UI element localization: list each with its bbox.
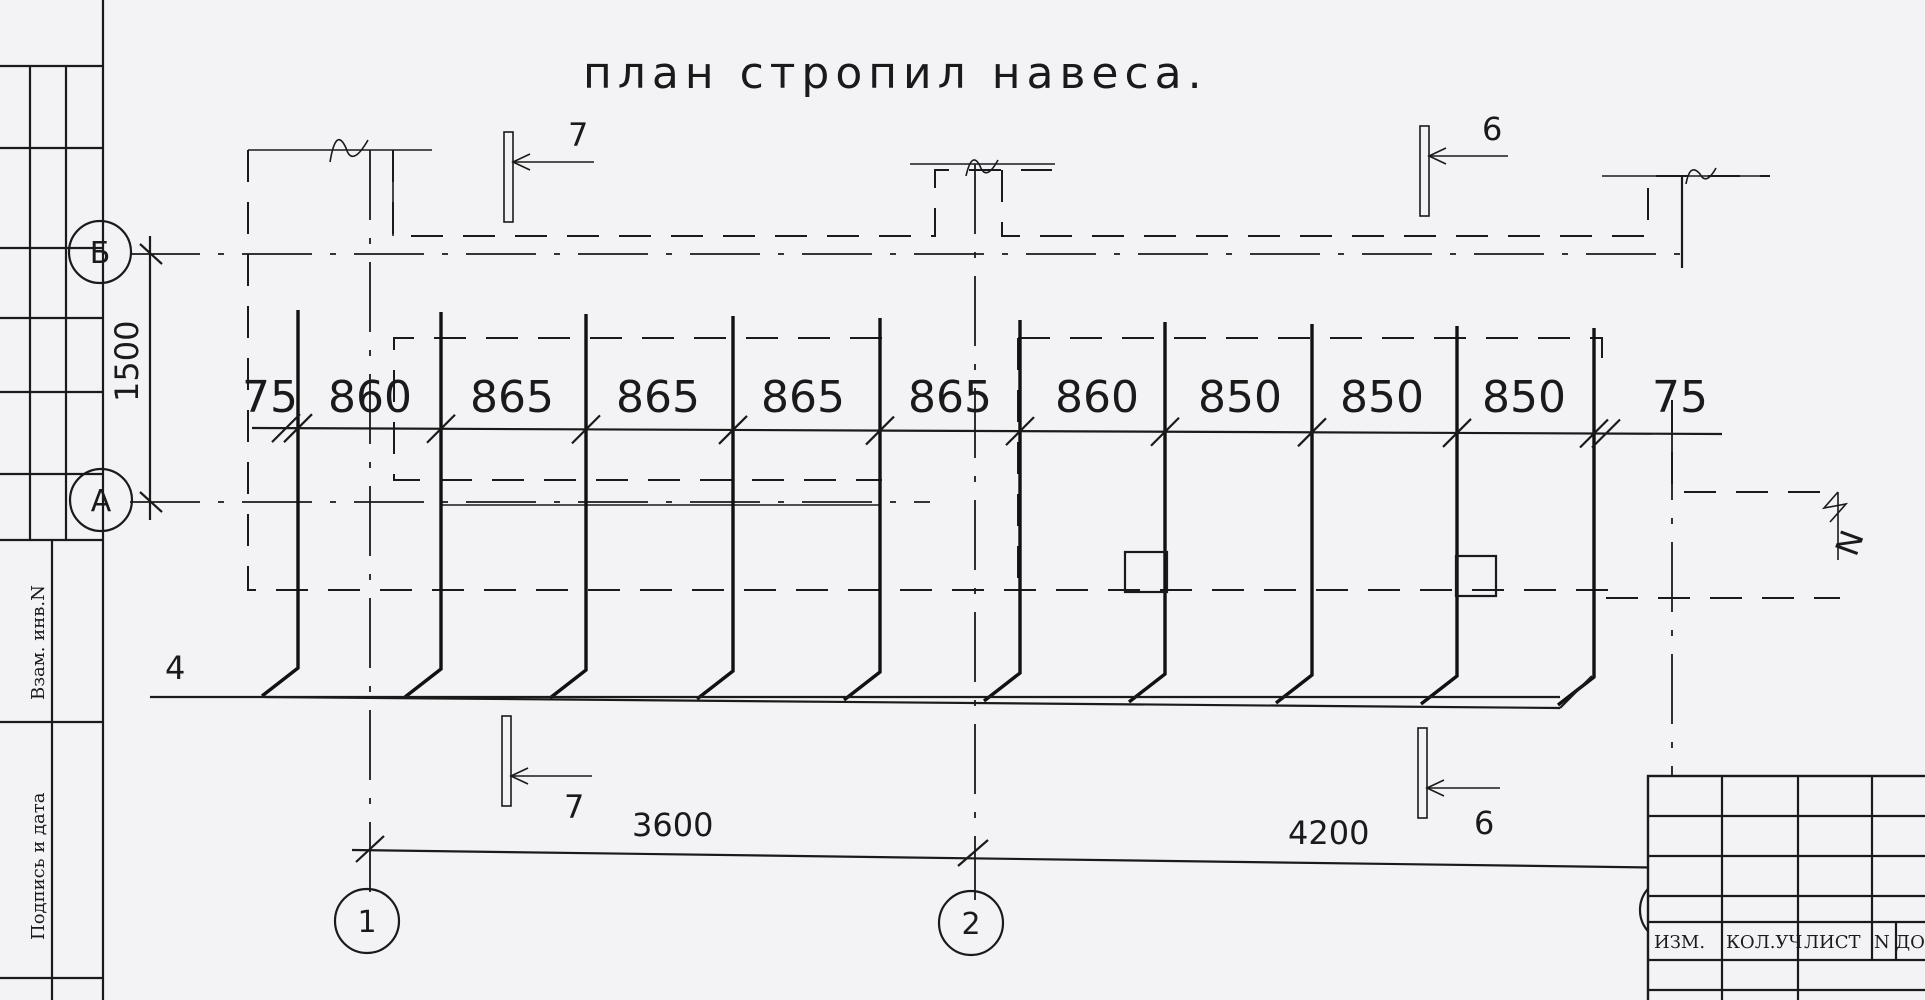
span-dimension-2: 4200 [1288, 814, 1369, 852]
bay-width-label: 850 [1482, 372, 1566, 423]
stamp-label-replace: Взам. инв.N [28, 585, 49, 700]
section-mark-top-right: 6 [1419, 110, 1508, 217]
span-dimension-1: 3600 [632, 806, 713, 844]
dimension-tick [271, 413, 301, 443]
stamp-label-signature: Подпись и дата [28, 792, 49, 940]
dimension-tick [1579, 418, 1609, 449]
row-dimension: 1500 [108, 321, 146, 402]
row-axis-bubble-b: Б [67, 219, 133, 285]
section-mark-bottom-left: 7 [501, 715, 592, 826]
section-mark-top-left: 7 [503, 116, 594, 223]
title-block-header-doc: N ДО [1874, 932, 1925, 953]
dimension-tick [865, 415, 895, 446]
bay-ticks [271, 413, 1621, 449]
dimension-tick [426, 413, 456, 444]
section-mark-bottom-right: 6 [1417, 727, 1500, 842]
column-axis-bubble-1: 1 [333, 887, 401, 955]
svg-text:А: А [91, 484, 112, 519]
rafter [403, 312, 443, 699]
bay-width-label: 850 [1340, 372, 1424, 423]
bay-width-label: 865 [616, 372, 700, 423]
title-block-header-count: КОЛ.УЧ [1726, 932, 1802, 953]
bay-width-label: 865 [761, 372, 845, 423]
bay-dimension-chain [251, 426, 1723, 436]
bay-width-label: 860 [1055, 372, 1139, 423]
bay-width-label: 850 [1198, 372, 1282, 423]
rafter [548, 314, 588, 700]
rafter [842, 318, 882, 702]
rafter [260, 310, 300, 698]
side-stamp-frame: Взам. инв.N Подпись и дата [0, 0, 105, 1000]
dimension-tick [1591, 418, 1621, 449]
dimension-tick [718, 415, 748, 445]
rafter [1274, 324, 1314, 705]
svg-text:1: 1 [357, 905, 376, 940]
upper-roof-outline [247, 149, 1770, 591]
svg-text:Б: Б [90, 236, 111, 271]
drawing-title: план стропил навеса. [583, 48, 1208, 99]
bay-labels: 75 860 865 865 865 865 860 850 850 850 75 [242, 372, 1708, 423]
dimension-tick [1150, 416, 1180, 447]
rafter [982, 320, 1022, 703]
svg-text:6: 6 [1474, 804, 1494, 842]
eave-mark: 4 [165, 649, 185, 687]
svg-text:6: 6 [1482, 110, 1502, 148]
title-block-header-sheet: ЛИСТ [1804, 932, 1861, 953]
span-dimension-line [351, 835, 1691, 885]
svg-text:7: 7 [564, 788, 584, 826]
bay-width-label: 75 [242, 372, 298, 423]
title-block: ИЗМ. КОЛ.УЧ ЛИСТ N ДО [1646, 774, 1925, 1000]
dimension-tick [283, 413, 313, 443]
post-square-right [1454, 554, 1498, 598]
bay-width-label: 865 [908, 372, 992, 423]
bay-width-label: 865 [470, 372, 554, 423]
break-marks [329, 138, 1849, 523]
row-axes [130, 236, 1690, 520]
rafter [1419, 326, 1459, 706]
dimension-tick [1442, 418, 1472, 448]
row-axis-bubble-a: А [68, 467, 134, 533]
dimension-tick [571, 414, 601, 445]
svg-text:2: 2 [961, 907, 980, 942]
rafter [1127, 322, 1167, 704]
post-square-left [1123, 550, 1169, 594]
svg-text:7: 7 [568, 116, 588, 154]
bay-width-label: 75 [1652, 372, 1708, 423]
bay-width-label: 860 [328, 372, 412, 423]
title-block-header-change: ИЗМ. [1654, 932, 1705, 953]
rafter [695, 316, 735, 701]
rafters [260, 310, 1596, 707]
dimension-tick [1297, 417, 1327, 448]
column-axis-bubble-2: 2 [937, 889, 1005, 957]
side-mark: N [1828, 525, 1872, 560]
eave-line [150, 675, 1593, 710]
dimension-tick [1005, 416, 1035, 446]
